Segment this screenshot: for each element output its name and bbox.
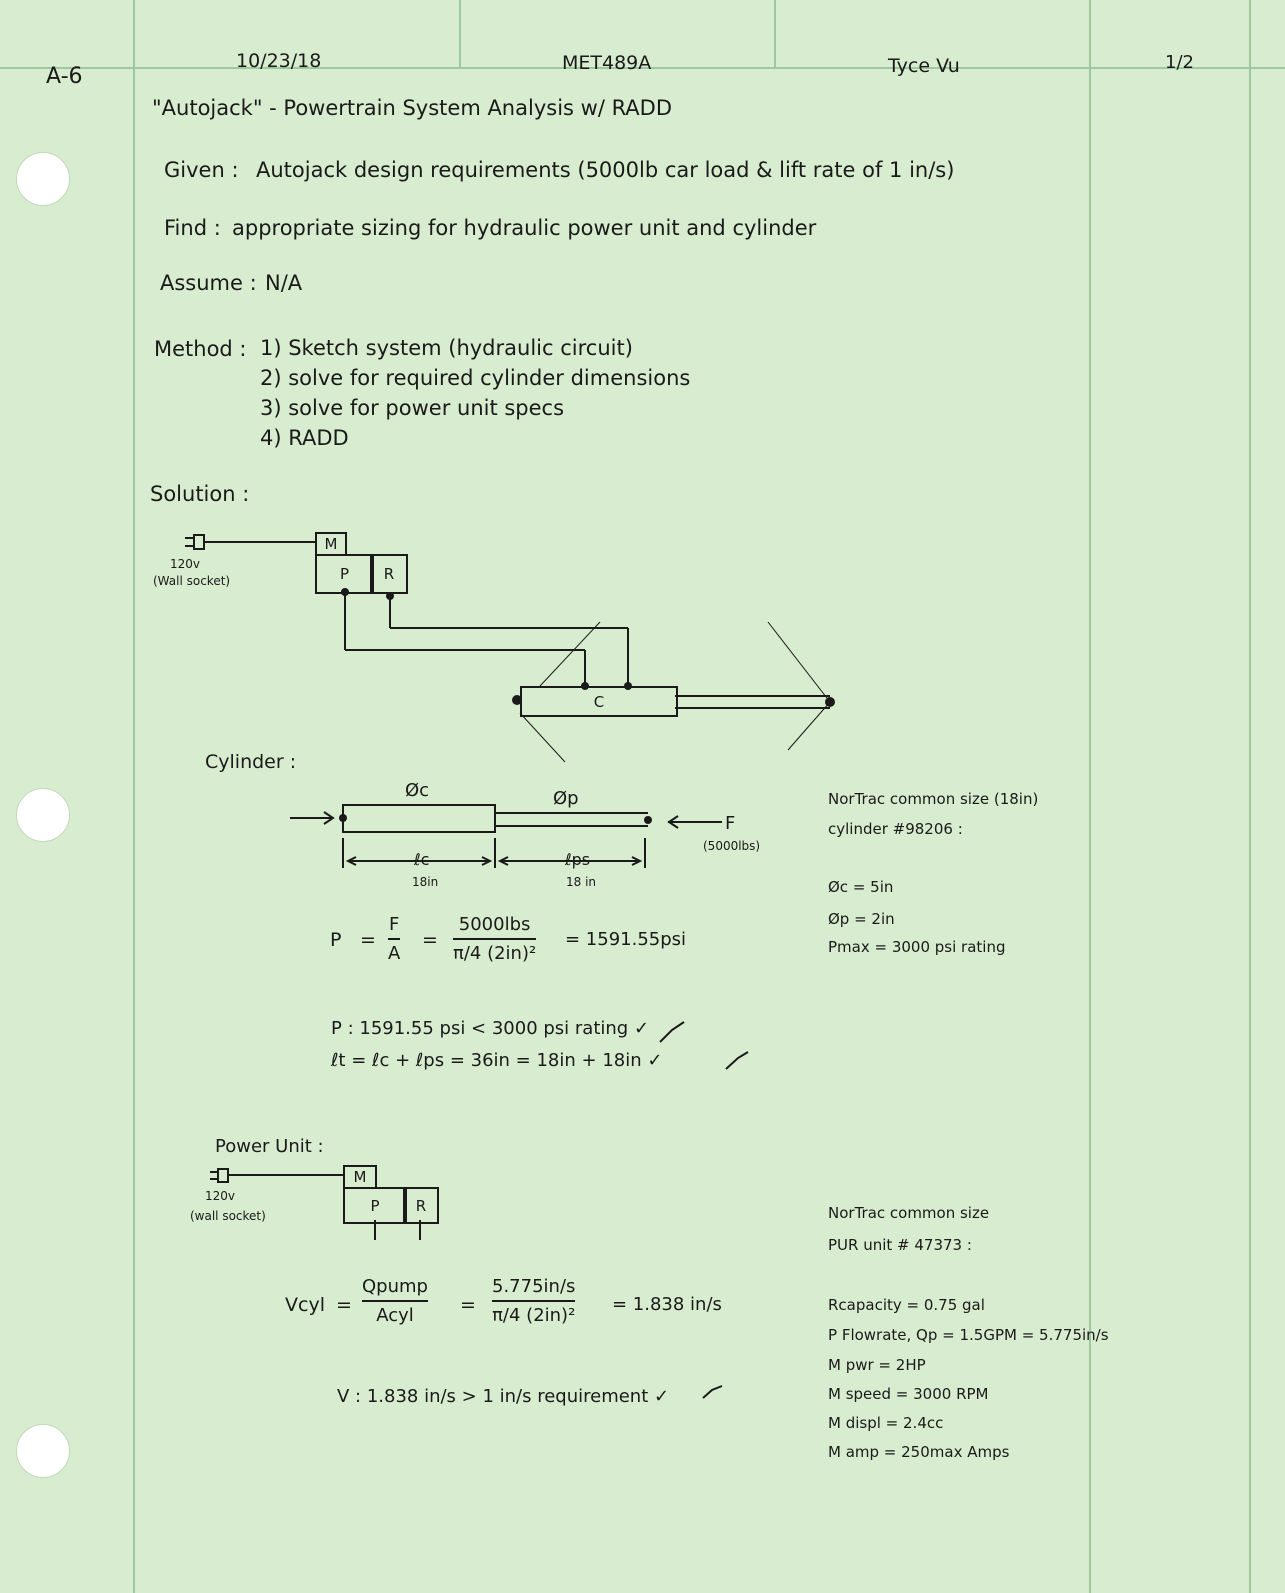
cylinder-len-ps: ℓps — [565, 850, 591, 869]
find-text: appropriate sizing for hydraulic power u… — [232, 216, 817, 240]
pressure-fa-denominator: A — [388, 943, 401, 964]
circuit-cylinder-label: C — [593, 692, 605, 711]
cylinder-force-label: F — [725, 813, 736, 834]
find-label: Find : — [164, 216, 221, 240]
pressure-numerator: 5000lbs — [458, 914, 531, 935]
circuit-reservoir-box: R — [370, 554, 408, 594]
solution-label: Solution : — [150, 482, 250, 506]
cylinder-force-note: (5000lbs) — [703, 839, 761, 853]
power-unit-pump-label: P — [370, 1196, 380, 1215]
cylinder-len-c-value: 18in — [412, 875, 439, 889]
cylinder-spec-dc: Øc = 5in — [828, 878, 894, 896]
circuit-supply-label: 120v — [170, 557, 201, 571]
pressure-fa-numerator: F — [388, 914, 400, 935]
power-unit-spec-capacity: Rcapacity = 0.75 gal — [828, 1296, 985, 1314]
power-unit-reservoir-label: R — [415, 1196, 427, 1215]
velocity-check: V : 1.838 in/s > 1 in/s requirement ✓ — [337, 1386, 670, 1407]
circuit-motor-label: M — [324, 535, 338, 553]
given-text: Autojack design requirements (5000lb car… — [256, 158, 955, 182]
binder-hole-top — [16, 152, 70, 206]
cylinder-spec-dp: Øp = 2in — [828, 910, 895, 928]
method-label: Method : — [154, 337, 247, 361]
velocity-lhs: Vcyl — [285, 1294, 325, 1316]
given-label: Given : — [164, 158, 239, 182]
date: 10/23/18 — [236, 50, 322, 72]
velocity-q-denominator: Acyl — [376, 1305, 414, 1326]
circuit-pump-label: P — [339, 565, 350, 583]
circuit-pump-box: P — [315, 554, 374, 594]
velocity-q-numerator: Qpump — [362, 1276, 428, 1297]
pressure-fa-fraction: F A — [388, 914, 401, 964]
assume-label: Assume : — [160, 271, 257, 295]
cylinder-spec-pmax: Pmax = 3000 psi rating — [828, 938, 1006, 956]
velocity-numerator: 5.775in/s — [492, 1276, 576, 1297]
cylinder-spec-title: NorTrac common size (18in) — [828, 790, 1039, 808]
velocity-eq-2: = — [460, 1294, 476, 1316]
assume-text: N/A — [265, 271, 303, 295]
power-unit-spec-part: PUR unit # 47373 : — [828, 1236, 972, 1254]
cylinder-len-c: ℓc — [414, 850, 430, 869]
page-number: 1/2 — [1165, 52, 1194, 73]
power-unit-motor-box: M — [343, 1165, 377, 1189]
binder-hole-bottom — [16, 1424, 70, 1478]
velocity-denominator: π/4 (2in)² — [492, 1305, 576, 1326]
power-unit-motor-label: M — [353, 1168, 367, 1186]
power-unit-spec-speed: M speed = 3000 RPM — [828, 1385, 989, 1403]
power-unit-spec-title: NorTrac common size — [828, 1204, 990, 1222]
cylinder-label: Cylinder : — [205, 751, 297, 773]
velocity-eq-1: = — [336, 1294, 352, 1316]
cylinder-spec-part: cylinder #98206 : — [828, 820, 963, 838]
velocity-value-fraction: 5.775in/s π/4 (2in)² — [492, 1276, 576, 1326]
velocity-result: = 1.838 in/s — [612, 1294, 722, 1315]
circuit-supply-note: (Wall socket) — [153, 574, 231, 588]
cylinder-dia-c: Øc — [405, 780, 430, 801]
author-name: Tyce Vu — [888, 55, 960, 77]
pressure-result: = 1591.55psi — [565, 929, 687, 950]
pressure-eq-1: = — [360, 929, 376, 951]
page-title: "Autojack" - Powertrain System Analysis … — [152, 96, 673, 120]
power-unit-spec-power: M pwr = 2HP — [828, 1356, 926, 1374]
method-step-2: 2) solve for required cylinder dimension… — [260, 366, 691, 390]
power-unit-reservoir-box: R — [403, 1187, 439, 1224]
power-unit-spec-displacement: M displ = 2.4cc — [828, 1414, 944, 1432]
cylinder-len-ps-value: 18 in — [566, 875, 597, 889]
cylinder-dia-p: Øp — [553, 788, 579, 809]
binder-hole-middle — [16, 788, 70, 842]
power-unit-supply-note: (wall socket) — [190, 1209, 266, 1223]
power-unit-label: Power Unit : — [215, 1136, 324, 1157]
power-unit-spec-amps: M amp = 250max Amps — [828, 1443, 1010, 1461]
pressure-lhs: P — [330, 929, 342, 951]
power-unit-spec-flowrate: P Flowrate, Qp = 1.5GPM = 5.775in/s — [828, 1326, 1109, 1344]
circuit-cylinder-box: C — [520, 686, 678, 717]
method-step-3: 3) solve for power unit specs — [260, 396, 565, 420]
course-code: MET489A — [562, 52, 652, 74]
power-unit-supply-label: 120v — [205, 1189, 236, 1203]
circuit-motor-box: M — [315, 532, 347, 556]
pressure-denominator: π/4 (2in)² — [453, 943, 537, 964]
power-unit-pump-box: P — [343, 1187, 407, 1224]
method-step-1: 1) Sketch system (hydraulic circuit) — [260, 336, 633, 360]
page-code: A-6 — [46, 64, 83, 89]
pressure-check: P : 1591.55 psi < 3000 psi rating ✓ — [331, 1018, 650, 1039]
pressure-eq-2: = — [422, 929, 438, 951]
circuit-reservoir-label: R — [383, 565, 395, 583]
pressure-value-fraction: 5000lbs π/4 (2in)² — [453, 914, 537, 964]
method-step-4: 4) RADD — [260, 426, 349, 450]
length-check: ℓt = ℓc + ℓps = 36in = 18in + 18in ✓ — [331, 1050, 663, 1071]
velocity-q-fraction: Qpump Acyl — [362, 1276, 428, 1326]
